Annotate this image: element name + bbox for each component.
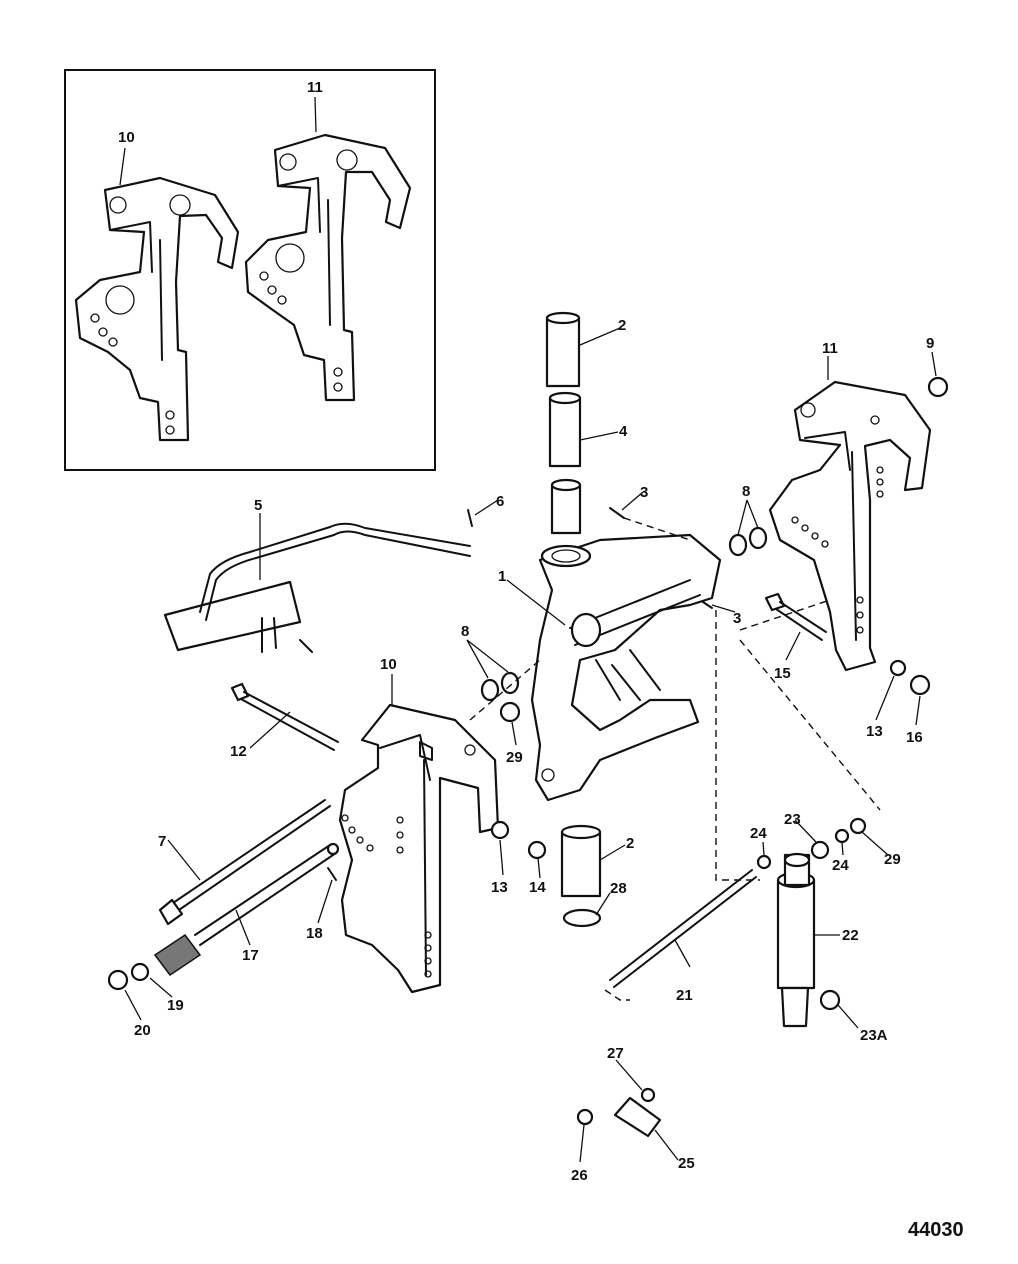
part-8-right-b <box>748 526 768 550</box>
callout-16: 16 <box>906 729 923 746</box>
part-29-right-nut <box>849 817 867 835</box>
inset-bracket-10 <box>74 176 240 442</box>
part-13-left-washer <box>490 820 510 840</box>
callout-8-left: 8 <box>461 623 469 640</box>
part-23-nut <box>810 840 830 860</box>
callout-6: 6 <box>496 493 504 510</box>
callout-23: 23 <box>784 811 801 828</box>
part-1-swivel-bracket <box>530 533 722 802</box>
part-7-bolt <box>158 799 331 926</box>
callout-1: 1 <box>498 568 506 585</box>
callout-25: 25 <box>678 1155 695 1172</box>
part-26-screw <box>576 1108 594 1126</box>
part-24-right-washer <box>834 828 850 844</box>
callout-2-top: 2 <box>618 317 626 334</box>
callout-21: 21 <box>676 987 693 1004</box>
part-10-clamp-bracket <box>338 703 500 994</box>
callout-19: 19 <box>167 997 184 1014</box>
part-2-bottom <box>560 824 602 898</box>
callout-27: 27 <box>607 1045 624 1062</box>
callout-3-top: 3 <box>640 484 648 501</box>
part-22-shock <box>776 852 816 1028</box>
part-23a-nut <box>819 989 841 1011</box>
part-12-bolt <box>230 682 339 751</box>
part-28-washer <box>562 908 602 928</box>
callout-11: 11 <box>822 340 838 357</box>
callout-22: 22 <box>842 927 859 944</box>
assembly-line-29 <box>739 639 881 811</box>
leader-lines <box>119 96 937 1163</box>
part-3-top <box>609 507 625 519</box>
part-9-nut <box>927 376 949 398</box>
part-13-right-washer <box>889 659 907 677</box>
part-5 <box>163 522 471 653</box>
assembly-line-right <box>715 610 760 881</box>
part-4 <box>548 391 582 468</box>
callout-24-right: 24 <box>832 857 849 874</box>
callout-10-inset: 10 <box>118 129 135 146</box>
part-21-rod <box>609 869 757 988</box>
part-6 <box>467 509 473 527</box>
callout-28: 28 <box>610 880 627 897</box>
part-8-left-a <box>480 678 500 702</box>
part-11-clamp-bracket <box>768 380 932 672</box>
callout-11-inset: 11 <box>307 79 323 96</box>
part-24-left-washer <box>756 854 772 870</box>
part-sleeve-short <box>550 478 582 535</box>
callout-14: 14 <box>529 879 546 896</box>
callout-labels: 10 11 2 4 3 6 5 1 8 11 9 3 8 15 10 13 16… <box>118 79 934 1184</box>
inset-frame <box>64 69 436 471</box>
part-15-bolt <box>764 592 827 641</box>
callout-26: 26 <box>571 1167 588 1184</box>
callout-8-right: 8 <box>742 483 750 500</box>
part-2-top <box>545 311 581 388</box>
part-14-nut <box>527 840 547 860</box>
part-27-nut <box>640 1087 656 1103</box>
assembly-line-21 <box>604 989 630 1001</box>
assembly-line-left <box>469 659 541 721</box>
callout-15: 15 <box>774 665 791 682</box>
callout-23a: 23A <box>860 1027 888 1044</box>
callout-24-left: 24 <box>750 825 767 842</box>
callout-2-bottom: 2 <box>626 835 634 852</box>
callout-5: 5 <box>254 497 262 514</box>
callout-20: 20 <box>134 1022 151 1039</box>
inset-bracket-11 <box>244 133 412 402</box>
callout-13-right: 13 <box>866 723 883 740</box>
callout-10: 10 <box>380 656 397 673</box>
part-19-washer <box>130 962 150 982</box>
part-8-left-b <box>500 671 520 695</box>
callout-3-mid: 3 <box>733 610 741 627</box>
part-8-right-a <box>728 533 748 557</box>
part-29-left-nut <box>499 701 521 723</box>
callout-13-left: 13 <box>491 879 508 896</box>
callout-18: 18 <box>306 925 323 942</box>
callout-12: 12 <box>230 743 247 760</box>
callout-7: 7 <box>158 833 166 850</box>
part-17-tube <box>153 842 340 977</box>
callout-29-left: 29 <box>506 749 523 766</box>
part-16-nut <box>909 674 931 696</box>
callout-29-right: 29 <box>884 851 901 868</box>
part-25-plate <box>613 1096 662 1138</box>
assembly-line-15 <box>739 599 831 631</box>
part-20-nut <box>107 969 129 991</box>
callout-17: 17 <box>242 947 259 964</box>
callout-9: 9 <box>926 335 934 352</box>
part-18-pin <box>327 867 337 881</box>
callout-4: 4 <box>619 423 628 440</box>
drawing-number: 44030 <box>908 1219 964 1241</box>
